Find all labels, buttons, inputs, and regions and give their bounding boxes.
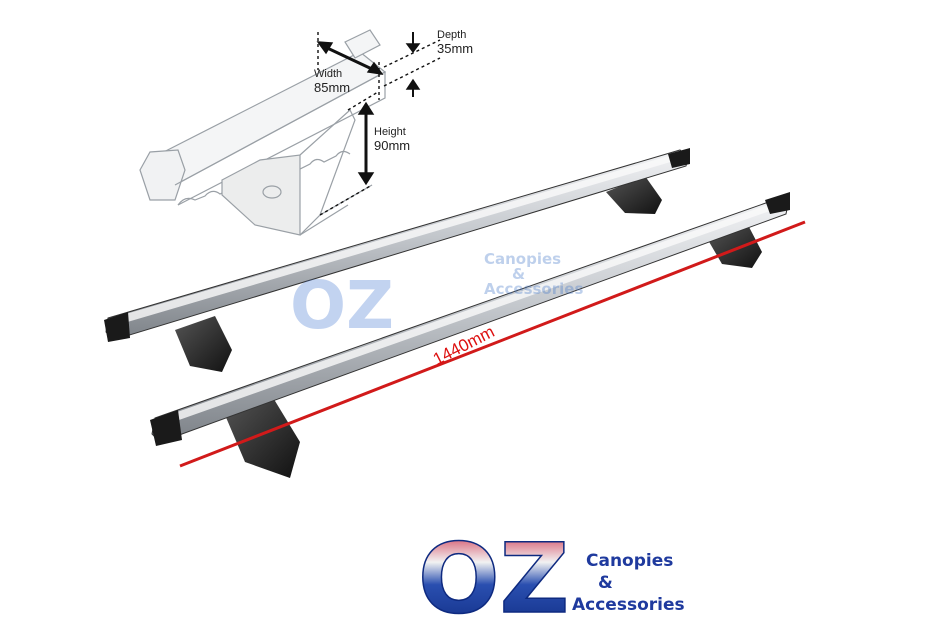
logo-line3: Accessories: [572, 595, 685, 615]
length-line: [179, 220, 806, 468]
watermark-oz-letters: OZ: [290, 267, 394, 344]
width-label-text: Width: [314, 68, 343, 80]
brand-logo-text: Canopies & Accessories: [572, 550, 685, 616]
depth-value: 35mm: [437, 41, 474, 56]
watermark-logo: OZ: [290, 267, 394, 344]
logo-line1: Canopies: [586, 551, 674, 571]
logo-line2: &: [598, 573, 613, 593]
watermark-line3: Accessories: [484, 280, 584, 298]
height-value: 90mm: [374, 138, 411, 153]
watermark-line2: &: [512, 265, 526, 283]
roof-bar-rear: [104, 148, 690, 372]
watermark-text: Canopies & Accessories: [484, 252, 583, 297]
logo-oz-letters: OZ: [418, 523, 569, 622]
watermark-line1: Canopies: [484, 250, 562, 268]
height-label-text: Height: [374, 126, 406, 138]
roof-bar-front: [150, 192, 790, 478]
dimension-markers: [316, 32, 441, 216]
height-label: Height 90mm: [374, 126, 410, 154]
brand-logo: OZ: [417, 522, 570, 627]
cross-section-diagram: [139, 29, 387, 236]
depth-label: Depth 35mm: [437, 29, 473, 57]
width-value: 85mm: [314, 80, 351, 95]
depth-label-text: Depth: [437, 29, 467, 41]
width-label: Width 85mm: [314, 68, 350, 96]
